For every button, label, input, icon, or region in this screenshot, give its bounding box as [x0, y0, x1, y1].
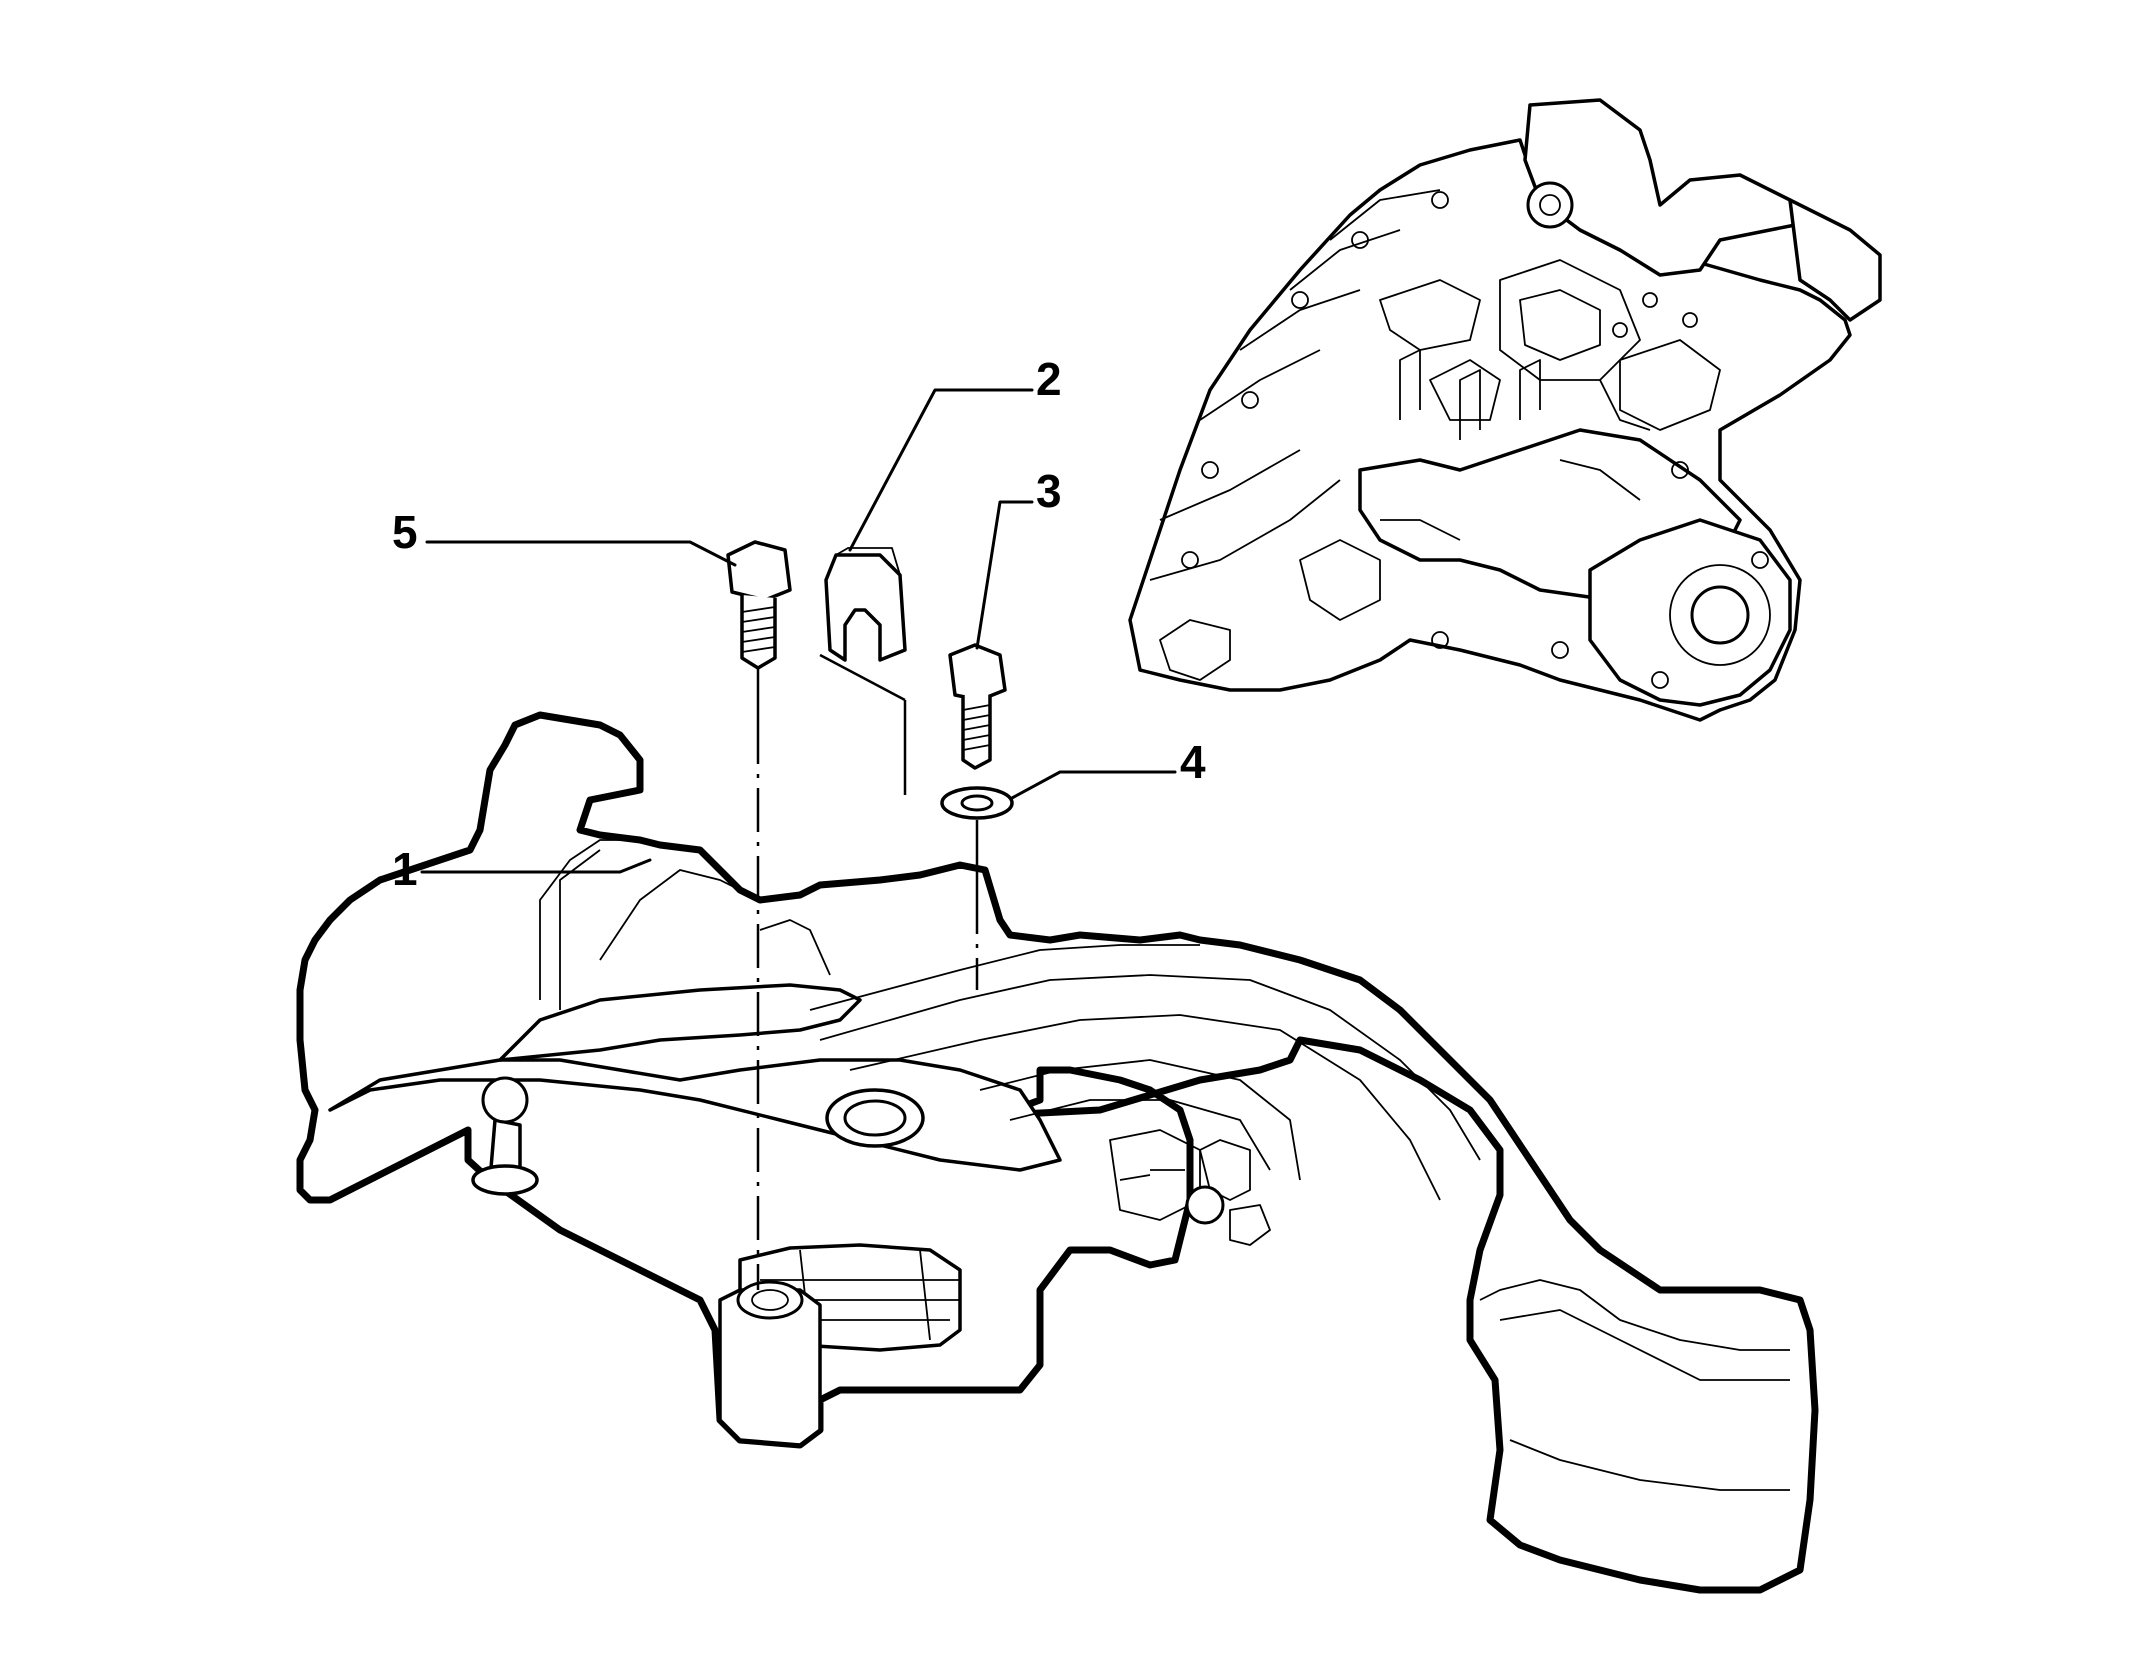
leader-line-3 — [975, 500, 1034, 650]
callout-1: 1 — [392, 843, 418, 895]
part-2-spring-clip — [824, 547, 907, 662]
gearbox-reference-illustration — [1128, 98, 1882, 722]
part-1-pedal-assembly — [296, 711, 1819, 1594]
leader-line-5 — [425, 540, 737, 567]
leader-lines — [420, 388, 1177, 874]
leader-line-1 — [420, 858, 652, 874]
callout-labels: 1 2 3 4 5 — [392, 353, 1206, 895]
callout-2: 2 — [1036, 353, 1062, 405]
part-5-bolt — [726, 540, 792, 670]
callout-5: 5 — [392, 506, 418, 558]
callout-4: 4 — [1180, 736, 1206, 788]
part-4-washer — [940, 786, 1014, 820]
leader-line-4 — [1010, 770, 1177, 800]
callout-3: 3 — [1036, 465, 1062, 517]
assembly-axes — [756, 653, 979, 1290]
part-3-bolt — [948, 643, 1007, 770]
leader-line-2 — [848, 388, 1034, 552]
